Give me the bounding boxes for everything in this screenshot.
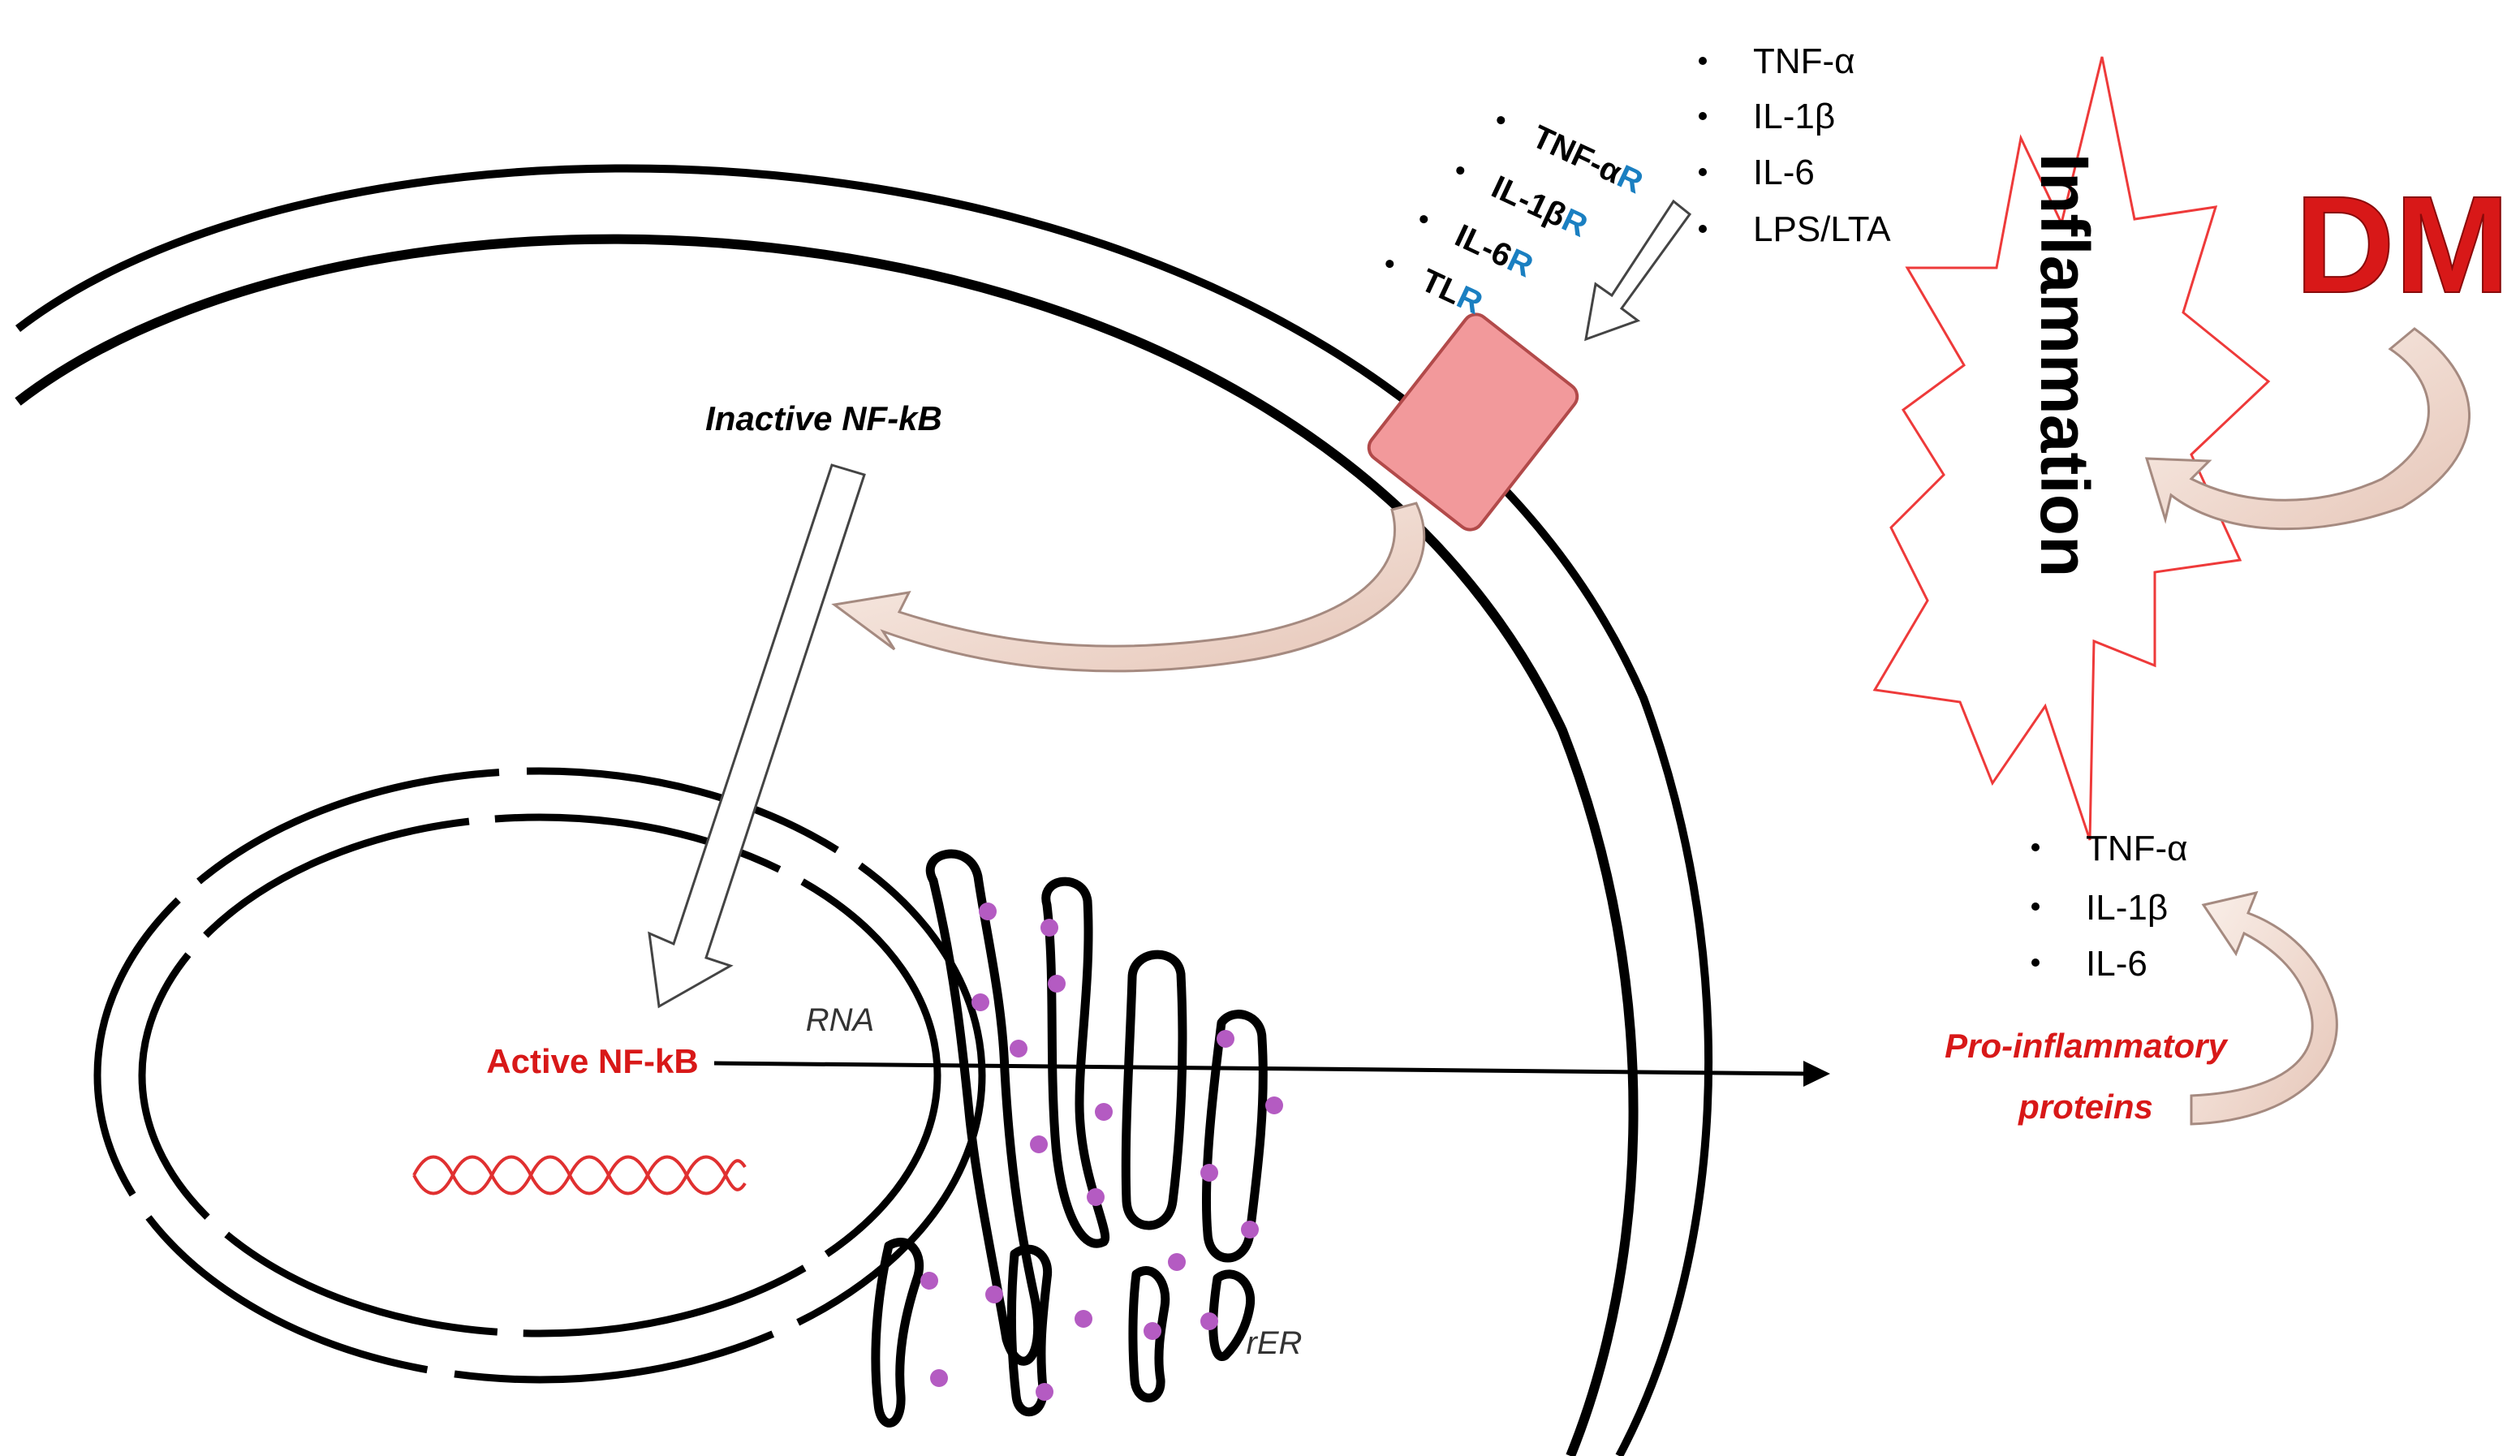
nucleus-inner-envelope <box>138 813 941 1338</box>
membrane-receptor <box>1367 312 1579 532</box>
receptor-item: TNF-αR <box>1527 118 1648 200</box>
protein-secretion-curved-arrow <box>2190 890 2338 1126</box>
receptor-list: TNF-αR IL-1βR IL-6R TLR <box>1385 116 1648 321</box>
rna-label: RNA <box>806 1002 874 1038</box>
rer-label: rER <box>1247 1325 1303 1361</box>
ribosomes <box>920 902 1283 1401</box>
receptor-item: IL-6R <box>1450 218 1538 284</box>
bullet <box>1699 112 1707 120</box>
inactive-nfkb-label: Inactive NF-kB <box>705 399 942 437</box>
dm-curved-arrow <box>2144 327 2470 531</box>
receptor-item: TLR <box>1415 262 1488 321</box>
receptor-item: IL-1βR <box>1486 169 1592 244</box>
bullet <box>2031 958 2040 967</box>
active-nfkb-label: Active NF-kB <box>486 1042 698 1080</box>
dm-label: DM <box>2295 168 2509 322</box>
ligand-item: TNF-α <box>1753 41 1855 81</box>
secreted-cytokines-list: TNF-α IL-1β IL-6 <box>2031 829 2188 984</box>
bullet <box>1699 168 1707 176</box>
expression-arrow <box>713 1061 1830 1087</box>
ligand-arrow <box>1584 199 1692 342</box>
inner-membrane-line <box>15 234 1639 1456</box>
secreted-item: IL-1β <box>2086 888 2168 928</box>
ligand-item: LPS/LTA <box>1753 209 1891 249</box>
ligand-item: IL-6 <box>1753 153 1815 192</box>
bullet <box>2031 902 2040 911</box>
secreted-item: IL-6 <box>2086 944 2147 984</box>
bullet <box>1385 260 1394 269</box>
nucleus <box>93 767 986 1384</box>
bullet <box>1699 57 1707 65</box>
receptor-signal-curved-arrow <box>831 502 1426 673</box>
bullet <box>1456 166 1465 175</box>
proinflammatory-label-line1: Pro-inflammatory <box>1945 1027 2229 1065</box>
bullet <box>1497 116 1506 125</box>
proinflammatory-label-line2: proteins <box>2018 1088 2153 1126</box>
inflammation-label: Inflammation <box>2027 153 2103 578</box>
ligand-list: TNF-α IL-1β IL-6 LPS/LTA <box>1699 41 1891 249</box>
nfkb-translocation-arrow <box>648 463 866 1009</box>
bullet <box>2031 843 2040 851</box>
inflammation-burst <box>1872 56 2271 841</box>
dna-helix <box>412 1155 747 1195</box>
secreted-item: TNF-α <box>2086 829 2188 868</box>
bullet <box>1699 225 1707 233</box>
bullet <box>1419 215 1428 224</box>
nucleus-outer-envelope <box>93 767 986 1384</box>
ligand-item: IL-1β <box>1753 97 1835 136</box>
